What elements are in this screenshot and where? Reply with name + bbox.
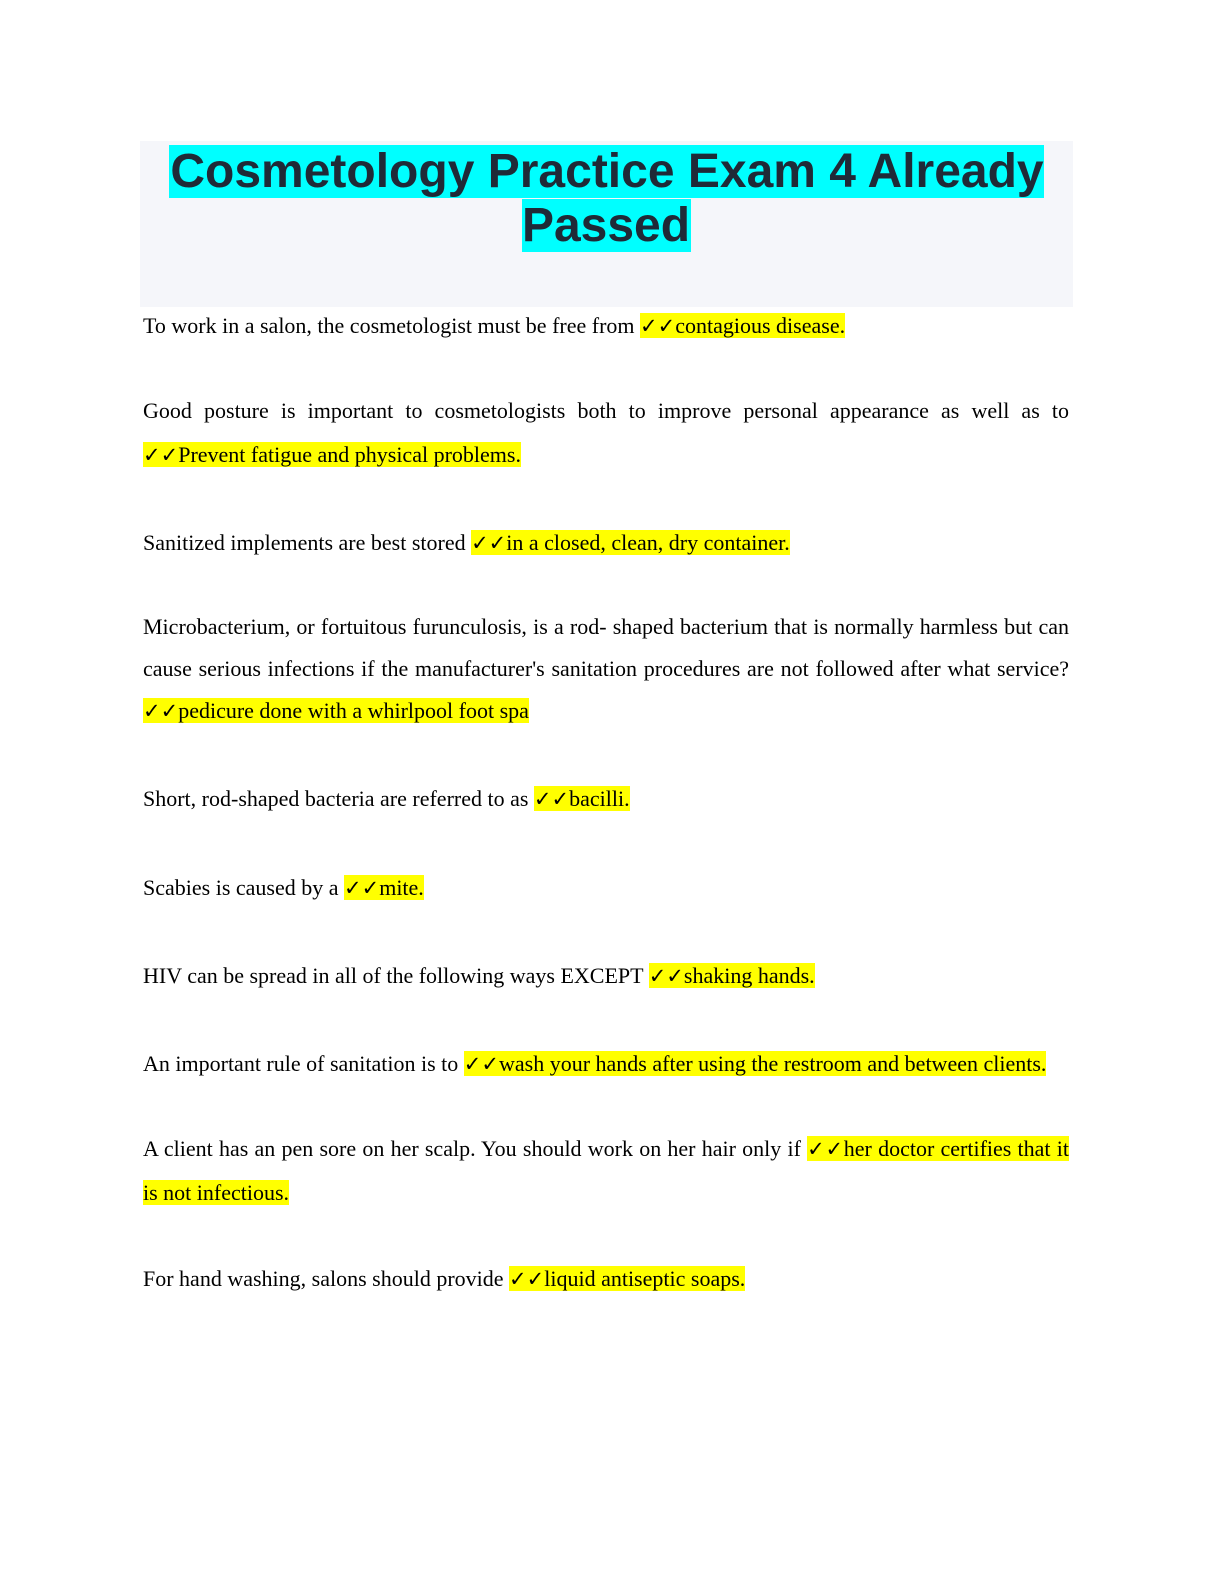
- double-check-icon: ✓✓: [143, 443, 179, 467]
- qa-item-7: HIV can be spread in all of the followin…: [143, 954, 1069, 998]
- question-text: HIV can be spread in all of the followin…: [143, 963, 649, 988]
- double-check-icon: ✓✓: [533, 787, 570, 811]
- double-check-icon: ✓✓: [640, 314, 676, 338]
- answer-highlight: ✓✓wash your hands after using the restro…: [463, 1051, 1047, 1076]
- answer-highlight: ✓✓Prevent fatigue and physical problems.: [143, 442, 521, 467]
- qa-item-8: An important rule of sanitation is to ✓✓…: [143, 1042, 1069, 1086]
- answer-text: liquid antiseptic soaps.: [544, 1266, 746, 1291]
- answer-text: in a closed, clean, dry container.: [506, 530, 790, 555]
- answer-text: contagious disease.: [675, 313, 846, 338]
- qa-item-6: Scabies is caused by a ✓✓mite.: [143, 866, 1069, 910]
- question-text: Scabies is caused by a: [143, 875, 344, 900]
- answer-text: mite.: [379, 875, 424, 900]
- qa-item-2: Good posture is important to cosmetologi…: [143, 389, 1069, 477]
- answer-text: wash your hands after using the restroom…: [499, 1051, 1047, 1076]
- qa-item-5: Short, rod-shaped bacteria are referred …: [143, 777, 1069, 821]
- answer-highlight: ✓✓in a closed, clean, dry container.: [471, 530, 790, 555]
- page-title: Cosmetology Practice Exam 4 Already Pass…: [140, 145, 1073, 253]
- qa-item-3: Sanitized implements are best stored ✓✓i…: [143, 521, 1069, 565]
- qa-item-1: To work in a salon, the cosmetologist mu…: [143, 304, 1069, 348]
- answer-highlight: ✓✓shaking hands.: [648, 963, 815, 988]
- qa-list: To work in a salon, the cosmetologist mu…: [143, 306, 1069, 1301]
- question-text: Good posture is important to cosmetologi…: [143, 398, 1069, 423]
- answer-highlight: ✓✓pedicure done with a whirlpool foot sp…: [143, 698, 529, 723]
- answer-text: her doctor certifies that it is not infe…: [143, 1136, 1069, 1205]
- double-check-icon: ✓✓: [143, 699, 179, 723]
- double-check-icon: ✓✓: [807, 1137, 844, 1161]
- page-title-text: Cosmetology Practice Exam 4 Already Pass…: [169, 145, 1044, 252]
- answer-highlight: ✓✓liquid antiseptic soaps.: [509, 1266, 746, 1291]
- double-check-icon: ✓✓: [471, 531, 507, 555]
- question-text: Microbacterium, or fortuitous furunculos…: [143, 614, 1069, 681]
- answer-text: shaking hands.: [683, 963, 815, 988]
- title-box: Cosmetology Practice Exam 4 Already Pass…: [140, 141, 1073, 307]
- question-text: A client has an pen sore on her scalp. Y…: [143, 1136, 808, 1161]
- qa-item-4: Microbacterium, or fortuitous furunculos…: [143, 606, 1069, 732]
- double-check-icon: ✓✓: [509, 1267, 545, 1291]
- question-text: Sanitized implements are best stored: [143, 530, 472, 555]
- answer-text: bacilli.: [569, 786, 630, 811]
- double-check-icon: ✓✓: [648, 964, 684, 988]
- double-check-icon: ✓✓: [463, 1052, 499, 1076]
- question-text: An important rule of sanitation is to: [143, 1051, 464, 1076]
- question-text: Short, rod-shaped bacteria are referred …: [143, 786, 534, 811]
- qa-item-9: A client has an pen sore on her scalp. Y…: [143, 1127, 1069, 1215]
- double-check-icon: ✓✓: [344, 876, 380, 900]
- question-text: For hand washing, salons should provide: [143, 1266, 510, 1291]
- question-text: To work in a salon, the cosmetologist mu…: [143, 313, 641, 338]
- answer-text: pedicure done with a whirlpool foot spa: [178, 698, 529, 723]
- answer-highlight: ✓✓contagious disease.: [640, 313, 846, 338]
- qa-item-10: For hand washing, salons should provide …: [143, 1257, 1069, 1301]
- answer-text: Prevent fatigue and physical problems.: [178, 442, 521, 467]
- answer-highlight: ✓✓bacilli.: [533, 786, 630, 811]
- answer-highlight: ✓✓mite.: [344, 875, 424, 900]
